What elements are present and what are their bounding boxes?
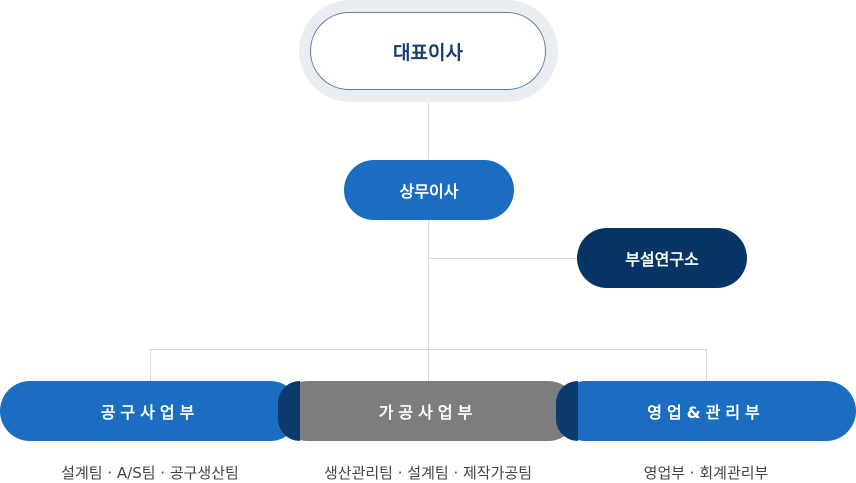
rnd-label: 부설연구소 bbox=[625, 250, 699, 269]
connector-horizontal bbox=[150, 349, 707, 350]
connector-dept-left bbox=[150, 349, 151, 381]
dept-node-machining: 가공사업부 bbox=[278, 381, 578, 441]
connector-rnd bbox=[428, 258, 578, 259]
rnd-node: 부설연구소 bbox=[577, 228, 747, 288]
dept-node-sales: 영업&관리부 bbox=[556, 381, 856, 441]
dept-overlap-right bbox=[556, 381, 578, 441]
connector-ceo-vp bbox=[428, 100, 429, 160]
connector-vp-main bbox=[428, 220, 429, 381]
ceo-label: 대표이사 bbox=[393, 41, 463, 64]
teams-tools: 설계팀 · A/S팀 · 공구생산팀 bbox=[61, 464, 239, 482]
dept-label-tools: 공구사업부 bbox=[100, 403, 200, 422]
dept-label-machining: 가공사업부 bbox=[378, 403, 478, 422]
dept-node-tools: 공구사업부 bbox=[0, 381, 300, 441]
teams-sales: 영업부 · 회계관리부 bbox=[643, 464, 769, 482]
teams-machining: 생산관리팀 · 설계팀 · 제작가공팀 bbox=[323, 464, 532, 482]
vp-label: 상무이사 bbox=[399, 182, 459, 201]
vp-node: 상무이사 bbox=[344, 160, 514, 220]
dept-overlap-left bbox=[278, 381, 300, 441]
ceo-node: 대표이사 bbox=[310, 12, 546, 90]
dept-label-sales: 영업&관리부 bbox=[647, 403, 765, 422]
connector-dept-right bbox=[706, 349, 707, 381]
